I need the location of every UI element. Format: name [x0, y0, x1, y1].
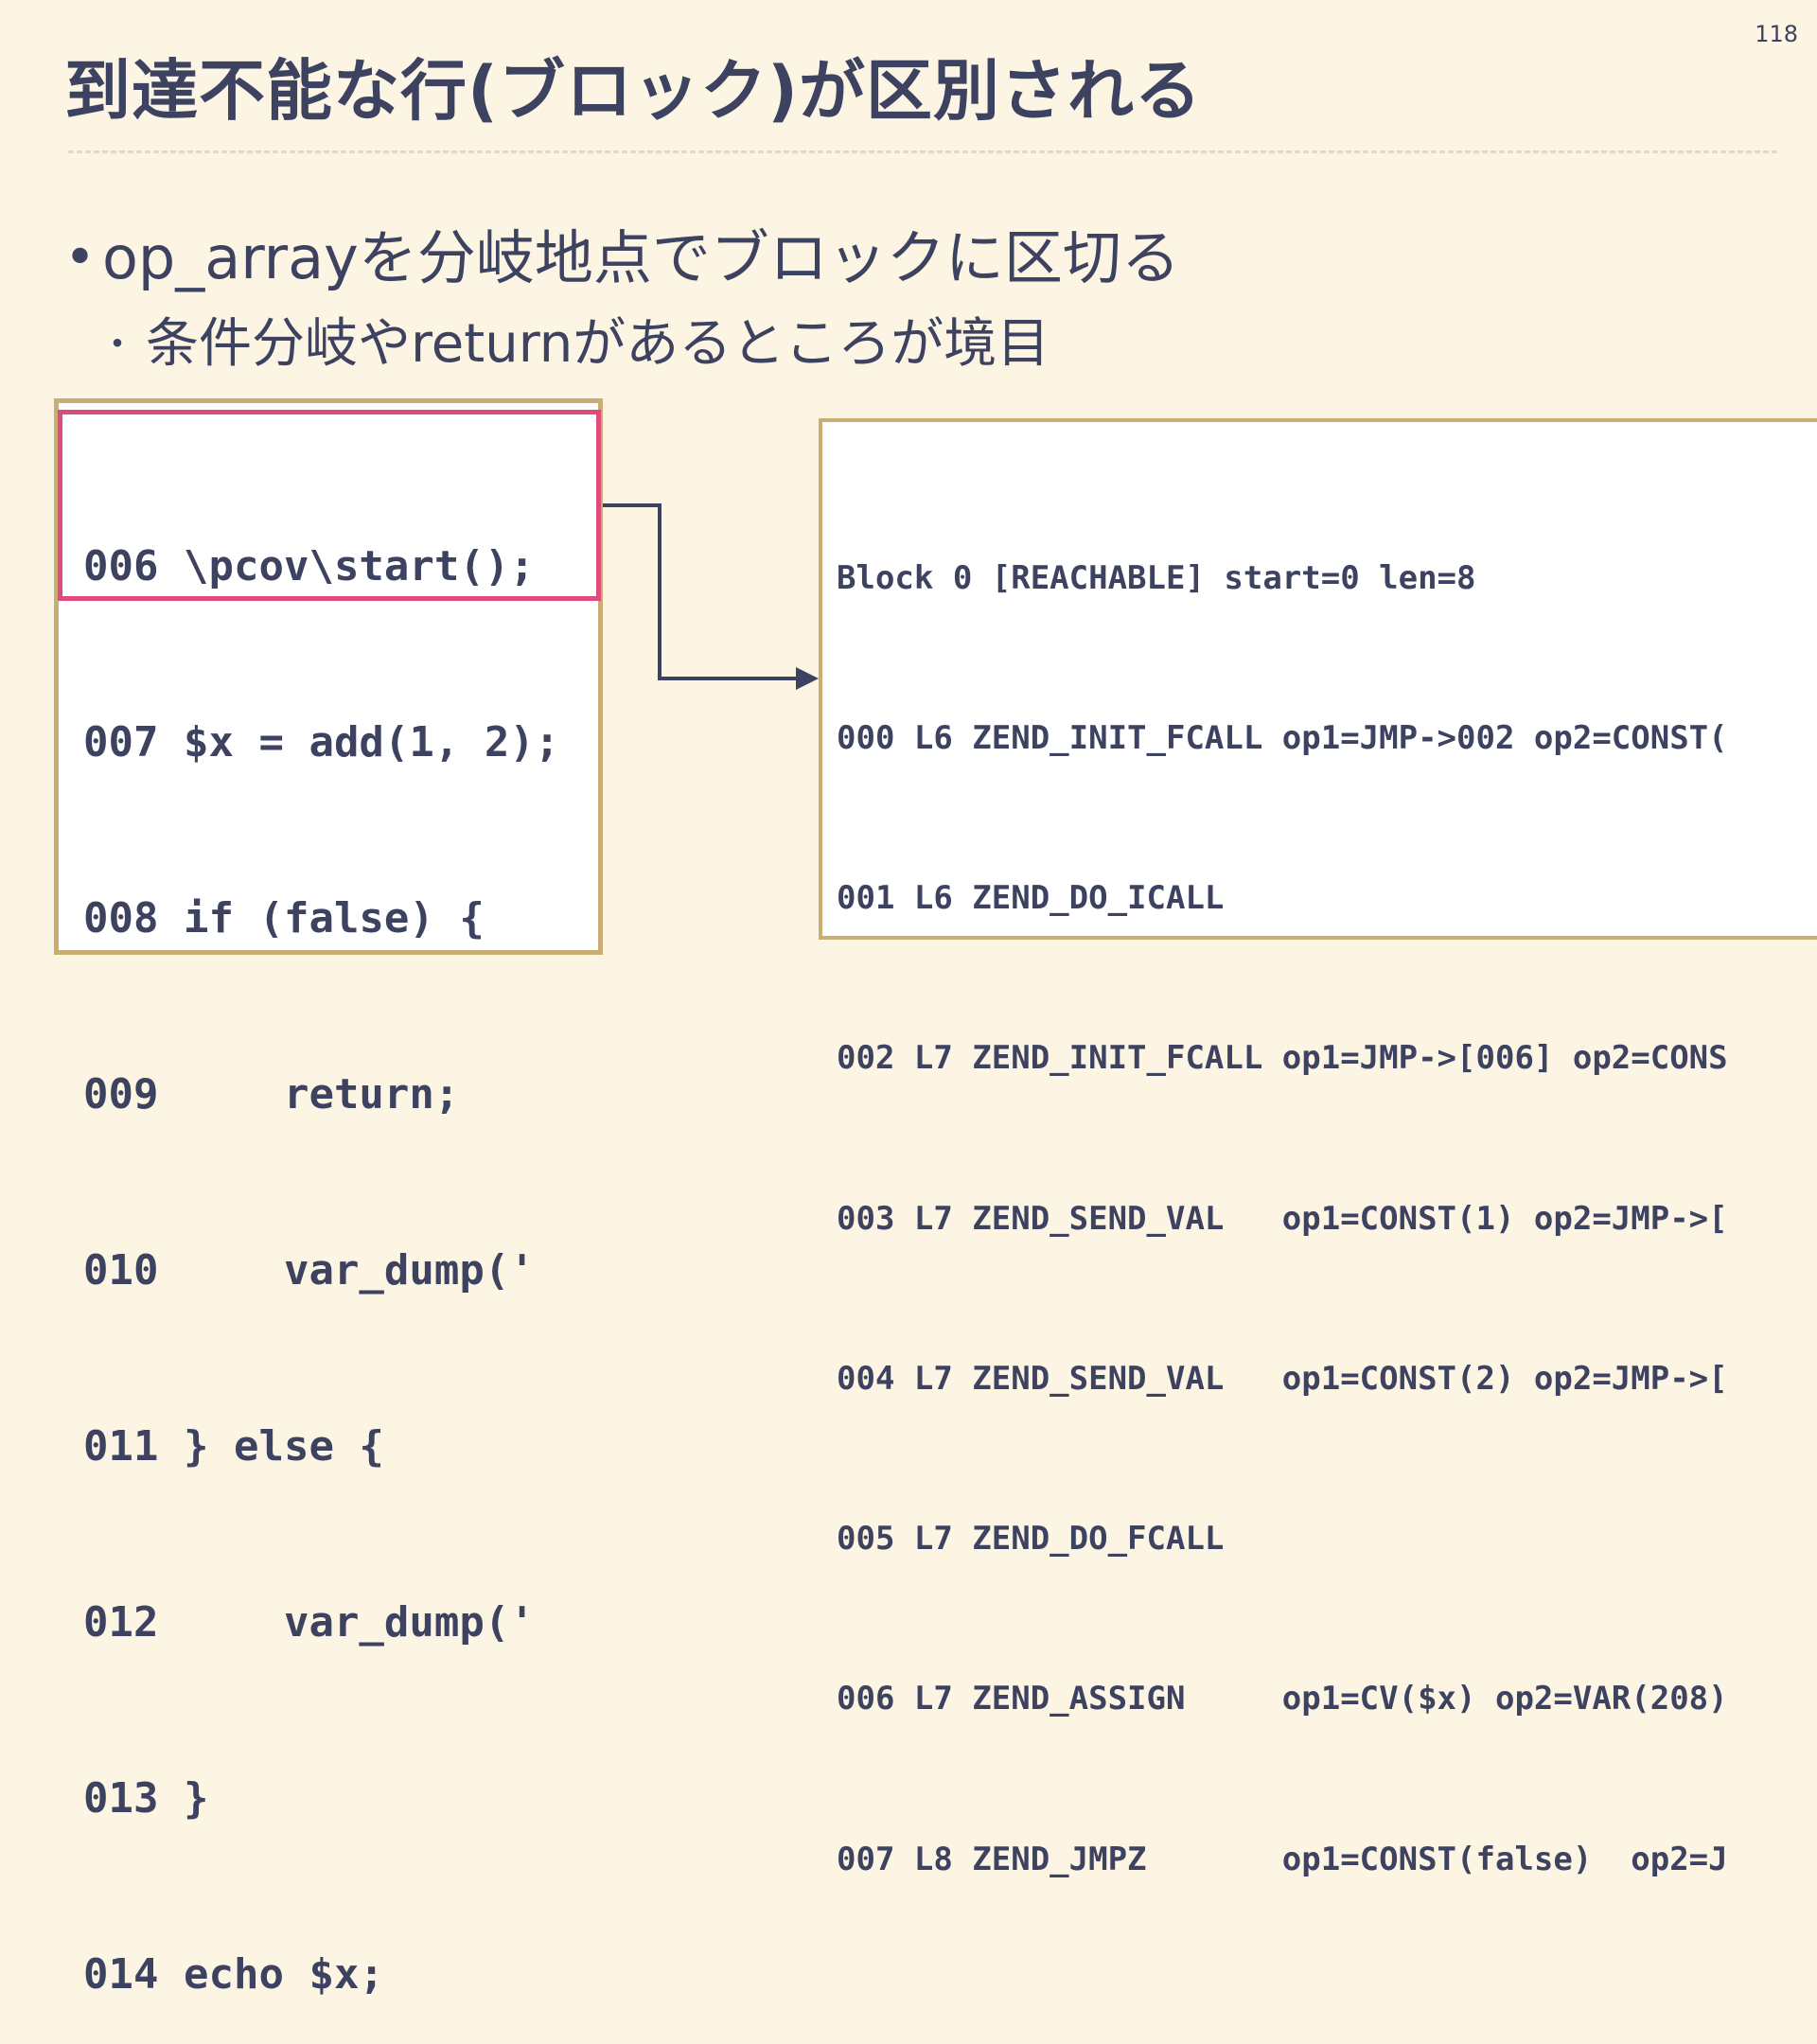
bullet-sub: 条件分岐やreturnがあるところが境目 — [98, 299, 1180, 390]
dump-line: 005 L7 ZEND_DO_FCALL — [837, 1520, 1225, 1559]
code-text: \pcov\start(); — [184, 542, 535, 590]
line-number: 009 — [83, 1070, 159, 1119]
code-line: 010 var_dump(' — [83, 1242, 559, 1300]
arrow-head-icon — [796, 667, 819, 690]
code-line: 012 var_dump(' — [83, 1594, 559, 1652]
line-number: 006 — [83, 542, 159, 590]
code-text: return; — [184, 1070, 460, 1119]
code-line: 007 $x = add(1, 2); — [83, 714, 559, 772]
code-line: 013} — [83, 1770, 559, 1828]
source-code-lines: 006 \pcov\start(); 007 $x = add(1, 2); 008… — [83, 420, 559, 2044]
line-number: 010 — [83, 1246, 159, 1295]
code-line: 008 if (false) { — [83, 890, 559, 948]
code-text: $x = add(1, 2); — [184, 718, 560, 766]
bullet-main: op_arrayを分岐地点でブロックに区切る — [64, 218, 1180, 299]
line-number: 007 — [83, 718, 159, 766]
bullet-list: op_arrayを分岐地点でブロックに区切る 条件分岐やreturnがあるところ… — [64, 218, 1180, 390]
line-number: 014 — [83, 1950, 159, 1999]
line-number: 011 — [83, 1422, 159, 1471]
page-number: 118 — [1755, 21, 1798, 47]
code-text: var_dump(' — [184, 1246, 535, 1295]
dump-line: Block 0 [REACHABLE] start=0 len=8 — [837, 558, 1476, 597]
line-number: 008 — [83, 894, 159, 943]
code-line: 009 return; — [83, 1066, 559, 1124]
code-line: 014 echo $x; — [83, 1946, 559, 2004]
opcode-dump-lines: Block 0 [REACHABLE] start=0 len=8 000 L6… — [837, 445, 1728, 1993]
source-code-panel: 006 \pcov\start(); 007 $x = add(1, 2); 008… — [54, 398, 603, 1999]
line-number: 013 — [83, 1774, 159, 1823]
code-text: if (false) { — [184, 894, 485, 943]
code-text: echo $x; — [184, 1950, 384, 1999]
dump-line: 002 L7 ZEND_INIT_FCALL op1=JMP->[006] op… — [837, 1039, 1728, 1078]
dump-line: 003 L7 ZEND_SEND_VAL op1=CONST(1) op2=JM… — [837, 1199, 1728, 1238]
dump-line: 006 L7 ZEND_ASSIGN op1=CV($x) op2=VAR(20… — [837, 1680, 1728, 1718]
code-line: 011 } else { — [83, 1418, 559, 1476]
line-number: 012 — [83, 1598, 159, 1647]
dump-line: 001 L6 ZEND_DO_ICALL — [837, 879, 1225, 918]
connector-line — [603, 503, 800, 680]
code-text: } — [184, 1774, 209, 1823]
opcode-dump-panel: Block 0 [REACHABLE] start=0 len=8 000 L6… — [819, 418, 1817, 1878]
dump-line: 004 L7 ZEND_SEND_VAL op1=CONST(2) op2=JM… — [837, 1359, 1728, 1398]
title-divider — [68, 150, 1777, 153]
code-line: 006 \pcov\start(); — [83, 537, 559, 596]
slide-title: 到達不能な行(ブロック)が区別される — [64, 52, 1202, 130]
dump-line: 007 L8 ZEND_JMPZ op1=CONST(false) op2=J — [837, 1840, 1728, 1878]
code-text: } else { — [184, 1422, 384, 1471]
dump-line: 000 L6 ZEND_INIT_FCALL op1=JMP->002 op2=… — [837, 719, 1728, 758]
code-text: var_dump(' — [184, 1598, 535, 1647]
